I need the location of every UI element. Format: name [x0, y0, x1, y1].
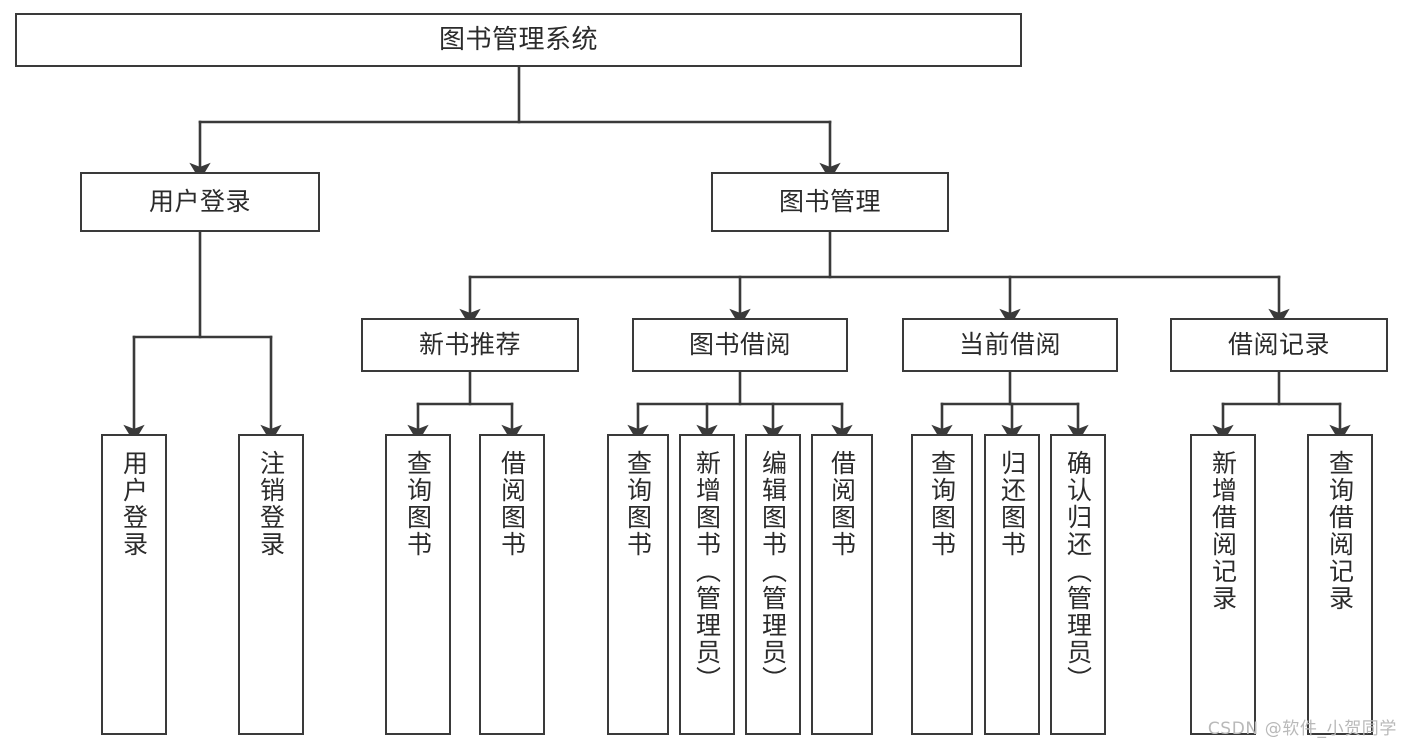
- node-label: 图书管理: [778, 187, 881, 217]
- node-label: 新书推荐: [418, 330, 521, 360]
- node-newbook[interactable]: 新书推荐: [361, 318, 579, 372]
- node-leaf-rec-2[interactable]: 查询借阅记录: [1307, 434, 1373, 735]
- node-label: 借阅记录: [1227, 330, 1330, 360]
- node-leaf-borrow-3[interactable]: 编辑图书（管理员）: [745, 434, 801, 735]
- node-borrow[interactable]: 图书借阅: [632, 318, 848, 372]
- node-login[interactable]: 用户登录: [80, 172, 320, 232]
- node-leaf-rec-1[interactable]: 新增借阅记录: [1190, 434, 1256, 735]
- node-label: 查询借阅记录: [1325, 450, 1355, 612]
- node-leaf-new-2[interactable]: 借阅图书: [479, 434, 545, 735]
- node-label: 新增借阅记录: [1208, 450, 1238, 612]
- node-leaf-borrow-2[interactable]: 新增图书（管理员）: [679, 434, 735, 735]
- node-leaf-cur-1[interactable]: 查询图书: [911, 434, 973, 735]
- node-label: 查询图书: [927, 450, 957, 558]
- node-root[interactable]: 图书管理系统: [15, 13, 1022, 67]
- watermark-text: CSDN @软件_小贺同学: [1207, 719, 1397, 739]
- node-leaf-borrow-1[interactable]: 查询图书: [607, 434, 669, 735]
- node-leaf-cur-2[interactable]: 归还图书: [984, 434, 1040, 735]
- node-label: 当前借阅: [958, 330, 1061, 360]
- node-label: 图书管理系统: [438, 24, 598, 55]
- node-leaf-login-2[interactable]: 注销登录: [238, 434, 304, 735]
- node-leaf-borrow-4[interactable]: 借阅图书: [811, 434, 873, 735]
- node-leaf-new-1[interactable]: 查询图书: [385, 434, 451, 735]
- node-label: 归还图书: [997, 450, 1027, 558]
- node-current[interactable]: 当前借阅: [902, 318, 1118, 372]
- node-label: 借阅图书: [497, 450, 527, 558]
- node-leaf-login-1[interactable]: 用户登录: [101, 434, 167, 735]
- node-bookmgmt[interactable]: 图书管理: [711, 172, 949, 232]
- node-label: 新增图书（管理员）: [692, 450, 722, 693]
- node-label: 图书借阅: [688, 330, 791, 360]
- node-label: 注销登录: [256, 450, 286, 558]
- node-leaf-cur-3[interactable]: 确认归还（管理员）: [1050, 434, 1106, 735]
- node-label: 用户登录: [119, 450, 149, 558]
- node-label: 查询图书: [623, 450, 653, 558]
- node-label: 查询图书: [403, 450, 433, 558]
- node-label: 用户登录: [148, 187, 251, 217]
- node-label: 编辑图书（管理员）: [758, 450, 788, 693]
- node-records[interactable]: 借阅记录: [1170, 318, 1388, 372]
- node-label: 借阅图书: [827, 450, 857, 558]
- node-label: 确认归还（管理员）: [1063, 450, 1093, 693]
